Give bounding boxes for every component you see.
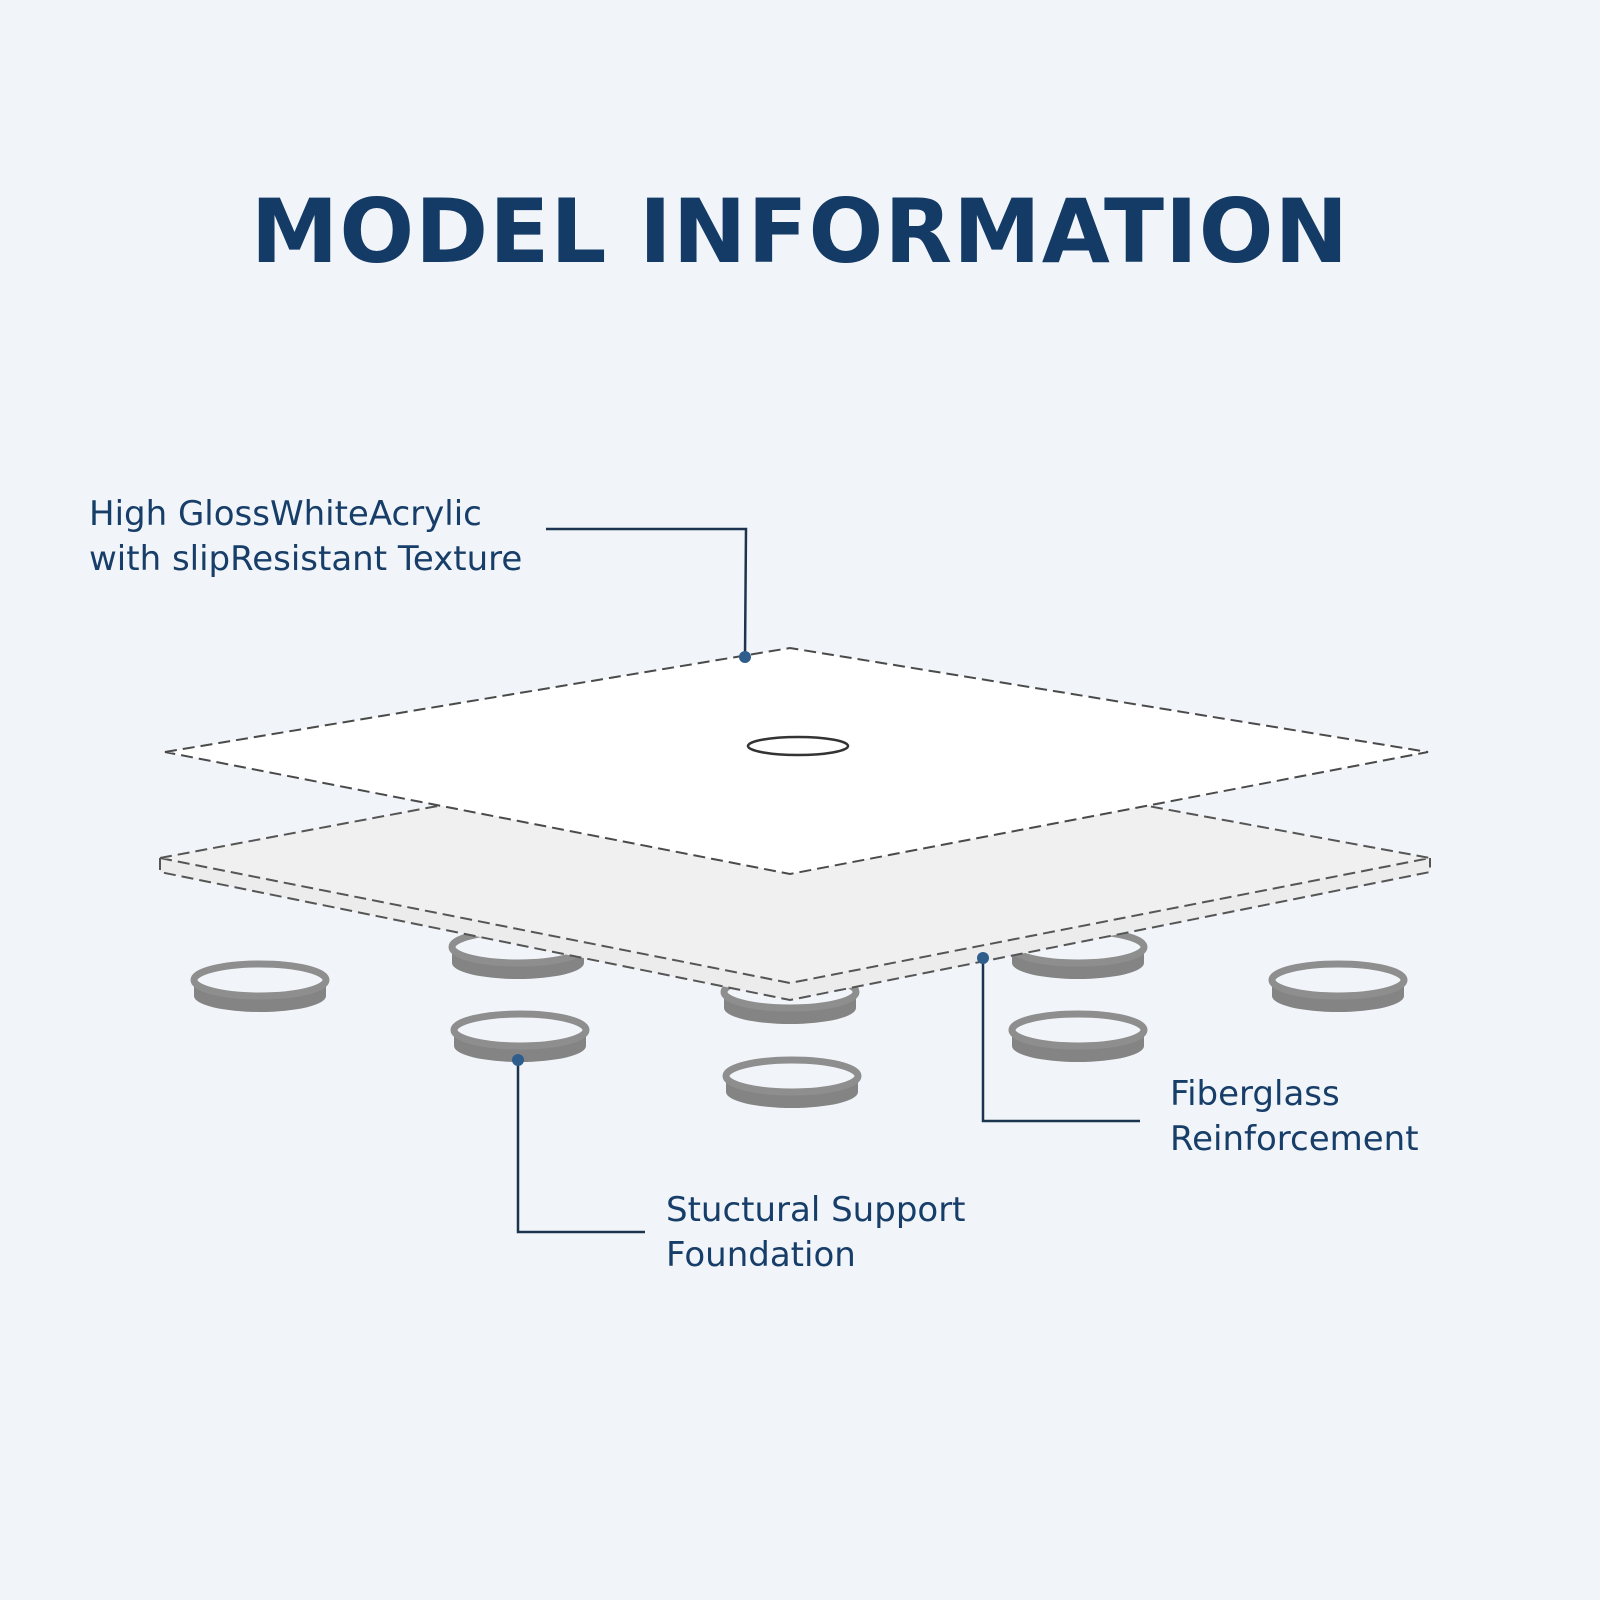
- leader-dot-support: [512, 1054, 524, 1066]
- support-ring: [194, 964, 326, 1012]
- leader-dot-acrylic: [739, 651, 751, 663]
- leader-line-support: [516, 1060, 645, 1234]
- callout-acrylic-line1: High GlossWhiteAcrylic: [89, 494, 482, 534]
- callout-fiberglass: Fiberglass Reinforcement: [1170, 1072, 1419, 1162]
- callout-acrylic: High GlossWhiteAcrylic with slipResistan…: [89, 492, 522, 582]
- support-ring: [1012, 1014, 1144, 1062]
- leader-dot-fiberglass: [977, 952, 989, 964]
- drain-hole: [746, 735, 850, 757]
- callout-fiberglass-line1: Fiberglass: [1170, 1074, 1340, 1114]
- leader-line-fiberglass: [981, 958, 1140, 1123]
- callout-acrylic-line2: with slipResistant Texture: [89, 539, 523, 579]
- support-ring: [1272, 964, 1404, 1012]
- callout-support-line2: Foundation: [666, 1235, 856, 1275]
- page-title: MODEL INFORMATION: [250, 180, 1350, 283]
- leader-line-acrylic: [546, 527, 748, 658]
- acrylic-layer: [164, 646, 1429, 876]
- leader-dots: [512, 651, 989, 1066]
- callout-support: Stuctural Support Foundation: [666, 1188, 966, 1278]
- callout-fiberglass-line2: Reinforcement: [1170, 1119, 1419, 1159]
- leader-lines: [516, 527, 1140, 1234]
- support-ring: [726, 1060, 858, 1108]
- callout-support-line1: Stuctural Support: [666, 1190, 966, 1230]
